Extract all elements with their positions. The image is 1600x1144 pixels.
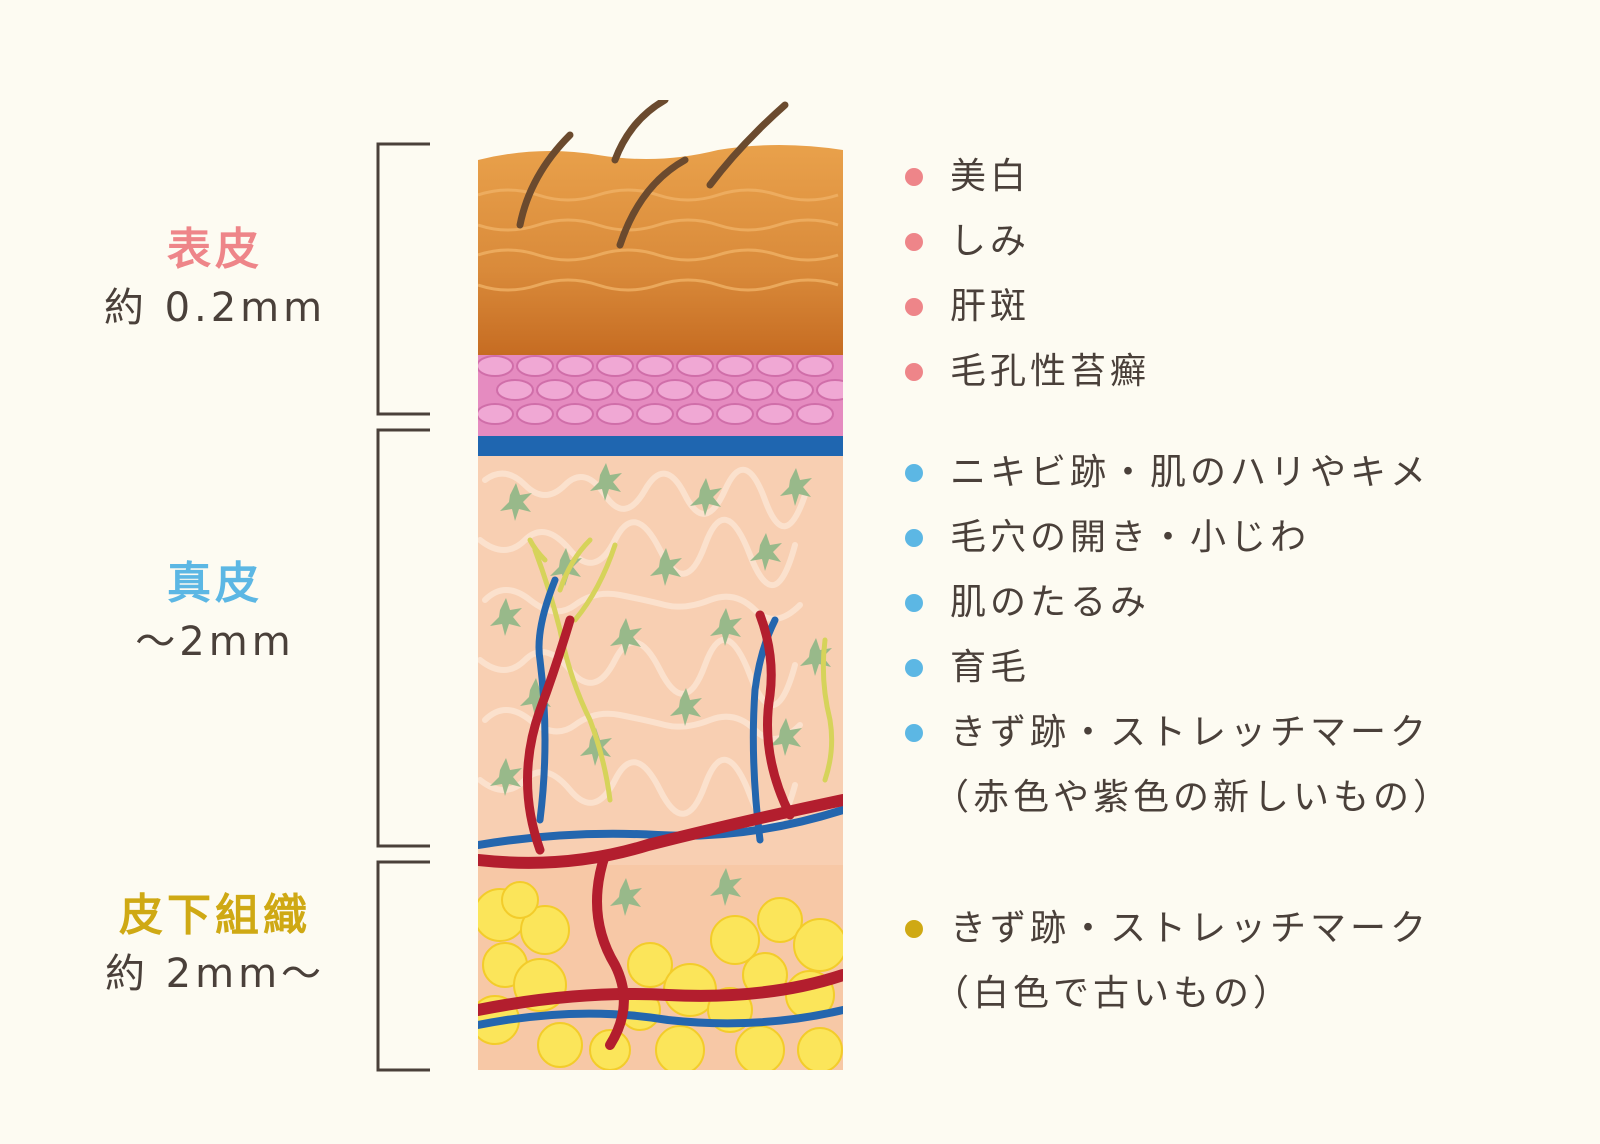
fibroblast-cells <box>490 463 832 916</box>
stratum-corneum-waves <box>478 188 839 292</box>
dermis-depth: 〜2mm <box>135 619 295 665</box>
subcutis-depth: 約 2mm〜 <box>104 951 326 997</box>
blue-dot-icon <box>905 464 923 482</box>
subcutis-treatment-list: きず跡・ストレッチマーク （白色で古いもの） <box>905 896 1430 1026</box>
blue-dot-icon <box>905 594 923 612</box>
list-item: きず跡・ストレッチマーク <box>905 700 1453 765</box>
blue-dot-icon <box>905 724 923 742</box>
list-item: 育毛 <box>905 635 1453 700</box>
list-item: きず跡・ストレッチマーク <box>905 896 1430 961</box>
dermis-name: 真皮 <box>167 558 263 609</box>
list-item: 美白 <box>905 144 1150 209</box>
dermis-bracket <box>376 428 430 848</box>
blood-vessels <box>478 576 843 1050</box>
blue-dot-icon <box>905 529 923 547</box>
pink-dot-icon <box>905 298 923 316</box>
list-item-note: （白色で古いもの） <box>933 973 1294 1014</box>
pink-dot-icon <box>905 168 923 186</box>
basement-membrane <box>478 434 843 456</box>
epidermis-label: 表皮 約 0.2mm <box>80 222 350 338</box>
epidermis-treatment-list: 美白 しみ 肝斑 毛孔性苔癬 <box>905 144 1150 404</box>
dermis-treatment-list: ニキビ跡・肌のハリやキメ 毛穴の開き・小じわ 肌のたるみ 育毛 きず跡・ストレッ… <box>905 440 1453 830</box>
list-item: ニキビ跡・肌のハリやキメ <box>905 440 1453 505</box>
hairs <box>516 100 789 249</box>
epidermis-bracket <box>376 142 430 416</box>
subcutis-name: 皮下組織 <box>119 890 311 941</box>
list-item: 肌のたるみ <box>905 570 1453 635</box>
yellow-dot-icon <box>905 920 923 938</box>
list-item: しみ <box>905 209 1150 274</box>
epidermis-name: 表皮 <box>167 224 263 275</box>
list-item-note: （赤色や紫色の新しいもの） <box>933 777 1454 818</box>
list-item: 肝斑 <box>905 274 1150 339</box>
list-item: 毛孔性苔癬 <box>905 339 1150 404</box>
stratum-corneum <box>478 145 843 355</box>
epidermis-cells <box>478 355 843 425</box>
subcutis-label: 皮下組織 約 2mm〜 <box>80 888 350 1004</box>
pink-dot-icon <box>905 233 923 251</box>
blue-dot-icon <box>905 659 923 677</box>
epidermis-depth: 約 0.2mm <box>103 285 327 331</box>
dermis-label: 真皮 〜2mm <box>80 556 350 672</box>
list-item: 毛穴の開き・小じわ <box>905 505 1453 570</box>
subcutis-bracket <box>376 860 430 1072</box>
pink-dot-icon <box>905 363 923 381</box>
